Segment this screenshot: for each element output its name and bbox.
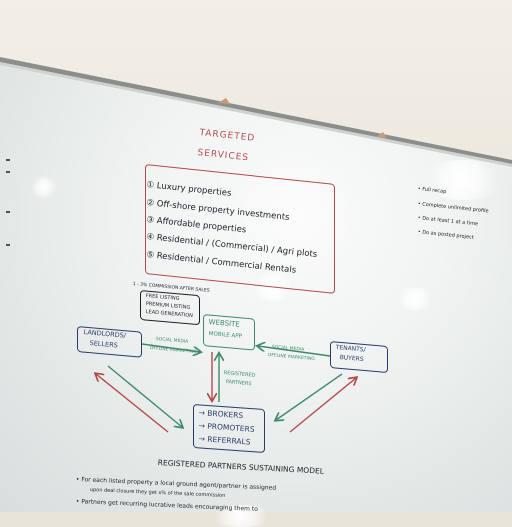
light-reflection <box>30 176 58 198</box>
arrow-partners-to-tenants <box>289 378 356 433</box>
light-reflection <box>418 160 508 200</box>
light-reflection <box>250 275 296 301</box>
board-frame <box>0 57 512 167</box>
arrow-landlords-to-partners <box>107 365 182 427</box>
board-clip-left <box>218 98 230 104</box>
diagram-lines <box>6 159 512 433</box>
arrow-tenants-to-partners <box>276 373 343 420</box>
light-reflection <box>395 287 435 311</box>
board-clip-right <box>376 132 387 138</box>
board-edge-highlight <box>0 62 512 167</box>
arrow-partners-to-landlords <box>96 374 169 433</box>
arrow-tenants-to-website <box>258 346 331 357</box>
arrow-landlords-to-website <box>141 343 200 352</box>
